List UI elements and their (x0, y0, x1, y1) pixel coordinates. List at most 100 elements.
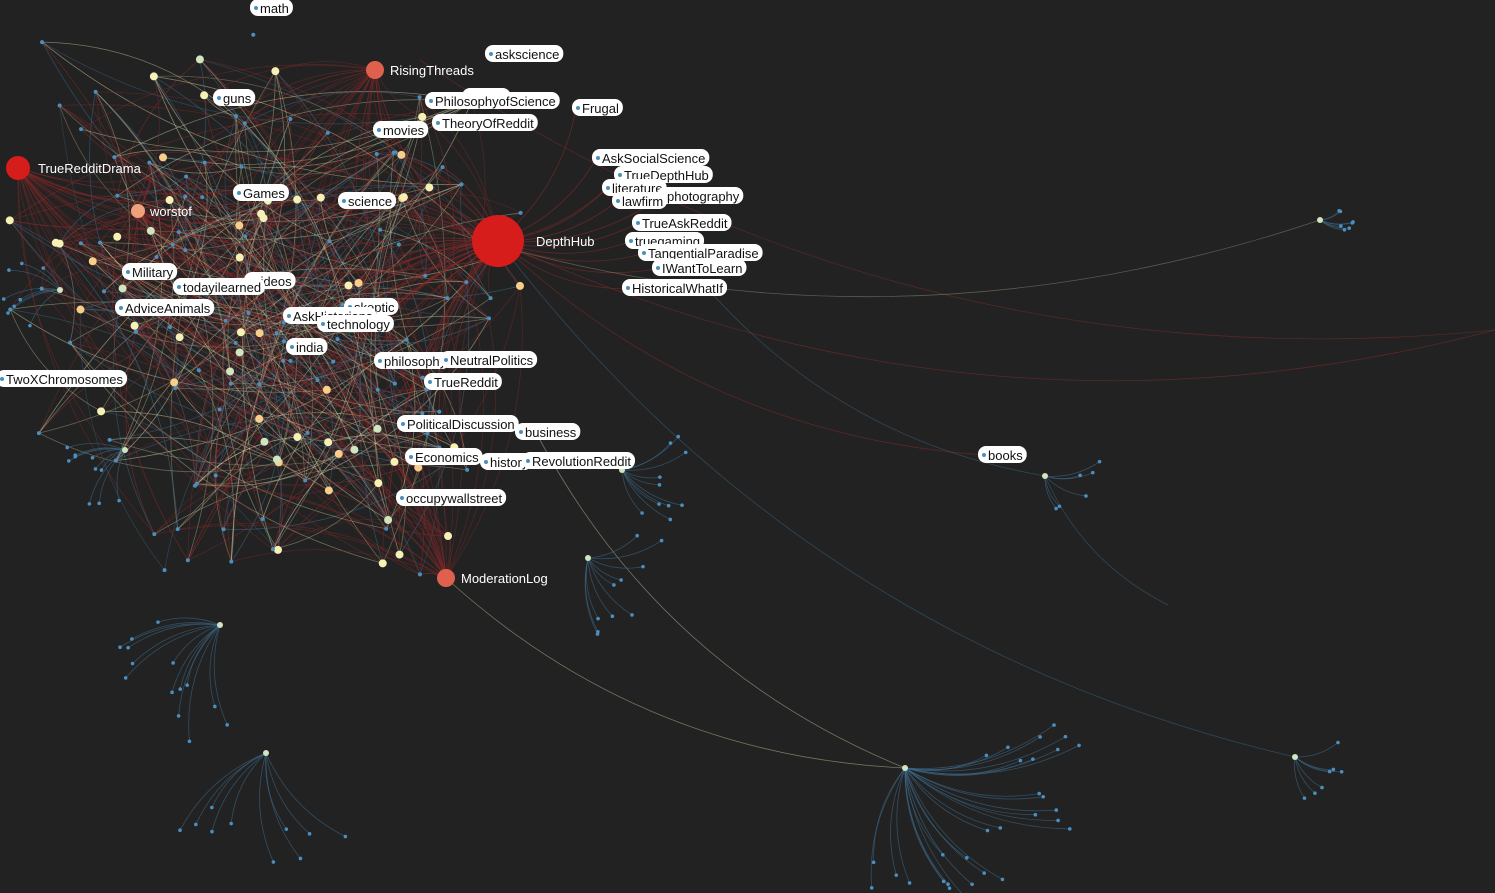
subreddit-label[interactable]: business (515, 423, 581, 440)
graph-edge (427, 257, 493, 434)
subreddit-label[interactable]: Frugal (572, 99, 623, 116)
subreddit-label[interactable]: TwoXChromosomes (0, 370, 128, 387)
graph-edge (17, 167, 240, 353)
graph-edge (17, 167, 428, 434)
subreddit-label[interactable]: PoliticalDiscussion (397, 415, 519, 432)
graph-edge (235, 69, 376, 117)
subreddit-label[interactable]: TheoryOfReddit (432, 114, 538, 131)
graph-edge (215, 69, 376, 476)
subreddit-label[interactable]: HistoricalWhatIf (622, 279, 728, 296)
graph-edge (259, 412, 455, 448)
graph-edge (222, 320, 279, 551)
hub-node[interactable] (366, 61, 384, 79)
graph-edge (79, 309, 165, 571)
subreddit-label[interactable]: philosophy (374, 352, 451, 369)
graph-edge (621, 469, 683, 506)
leaf-node (1063, 734, 1068, 739)
subreddit-label[interactable]: AdviceAnimals (115, 299, 215, 316)
graph-node (57, 103, 62, 108)
graph-edge (401, 198, 490, 319)
label-background (115, 299, 215, 316)
subreddit-name: PhilosophyofScience (435, 94, 556, 109)
subreddit-label[interactable]: india (286, 338, 328, 355)
subreddit-label[interactable]: RevolutionReddit (522, 452, 636, 469)
subreddit-label[interactable]: books (978, 446, 1027, 463)
subreddit-label[interactable]: Military (122, 263, 178, 280)
graph-edge (374, 69, 467, 283)
graph-edge (179, 336, 235, 562)
subreddit-label[interactable]: math (250, 0, 293, 16)
graph-node (193, 483, 198, 488)
graph-edge (225, 154, 402, 322)
cluster-node (217, 622, 223, 628)
graph-edge (1294, 756, 1316, 794)
graph-edge (229, 240, 499, 372)
subreddit-label[interactable]: TangentialParadise (638, 244, 763, 261)
graph-edge (41, 41, 462, 185)
subreddit-label[interactable]: guns (213, 89, 256, 106)
graph-edge (41, 210, 139, 289)
subreddit-label[interactable]: photography (657, 187, 744, 204)
subreddit-label[interactable]: TrueReddit (424, 373, 502, 390)
graph-edge (239, 224, 426, 277)
subreddit-label[interactable]: occupywallstreet (396, 489, 507, 506)
subreddit-label[interactable]: AskSocialScience (592, 149, 710, 166)
graph-node (259, 214, 268, 223)
graph-node (324, 438, 333, 447)
subreddit-label[interactable]: askscience (485, 45, 564, 62)
label-dot (444, 358, 448, 362)
graph-node (183, 248, 188, 253)
graph-edge (265, 752, 310, 835)
graph-edge (215, 418, 260, 476)
graph-node (384, 515, 393, 524)
cluster-node (1292, 754, 1298, 760)
graph-edge (17, 167, 349, 286)
graph-node (97, 407, 106, 416)
graph-node (195, 55, 204, 64)
leaf-node (941, 879, 946, 884)
hub-node[interactable] (6, 156, 30, 180)
subreddit-label[interactable]: Economics (405, 448, 483, 465)
subreddit-label[interactable]: history (480, 453, 533, 470)
label-background (657, 187, 744, 204)
label-dot (428, 380, 432, 384)
graph-edge (17, 167, 263, 520)
graph-edge (196, 240, 499, 484)
leaf-node (1337, 209, 1341, 213)
subreddit-label[interactable]: TrueAskReddit (632, 214, 732, 231)
subreddit-label[interactable]: todayilearned (173, 278, 266, 295)
label-background (652, 259, 747, 276)
leaf-node (659, 538, 664, 543)
hub-node[interactable] (131, 204, 145, 218)
graph-edge (17, 167, 155, 535)
leaf-node (126, 645, 130, 650)
leaf-node (635, 533, 639, 538)
subreddit-label[interactable]: movies (373, 121, 429, 138)
graph-edge (225, 239, 499, 322)
graph-edge (417, 240, 499, 468)
graph-node (425, 431, 430, 436)
subreddit-label[interactable]: technology (317, 315, 394, 332)
subreddit-label[interactable]: Games (233, 184, 289, 201)
graph-edge (398, 240, 499, 555)
subreddit-label[interactable]: IWantToLearn (652, 259, 747, 276)
graph-node (440, 165, 445, 170)
label-background (233, 184, 289, 201)
graph-edge (235, 115, 343, 316)
label-background (396, 489, 507, 506)
graph-edge (225, 239, 499, 322)
graph-edge (241, 152, 394, 175)
subreddit-label[interactable]: PhilosophyofScience (425, 92, 560, 109)
graph-edge (122, 200, 269, 289)
graph-edge (445, 285, 523, 579)
subreddit-name: AskSocialScience (602, 151, 705, 166)
subreddit-label[interactable]: lawfirm (612, 192, 668, 209)
subreddit-label[interactable]: science (338, 192, 397, 209)
subreddit-label[interactable]: NeutralPolitics (440, 351, 538, 368)
hub-node[interactable] (437, 569, 455, 587)
hub-node[interactable] (472, 215, 524, 267)
label-dot (126, 270, 130, 274)
label-background (250, 0, 293, 16)
graph-edge (240, 71, 286, 333)
